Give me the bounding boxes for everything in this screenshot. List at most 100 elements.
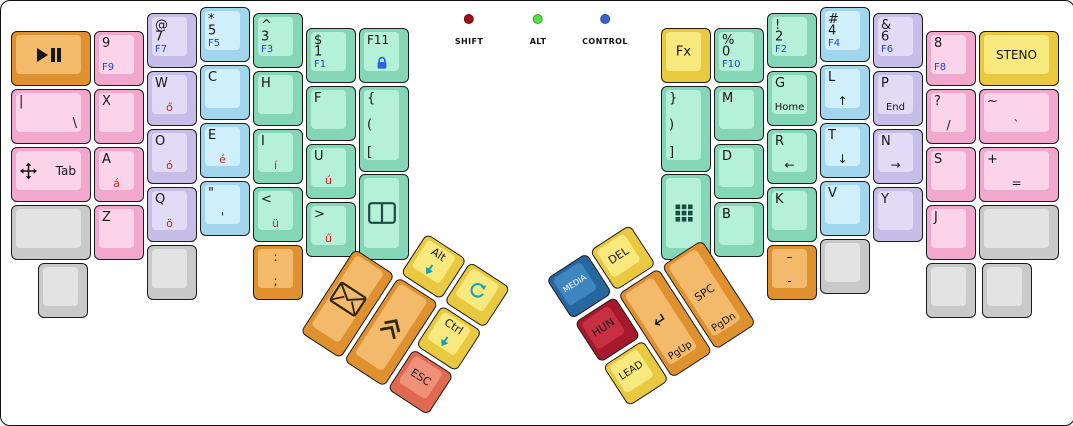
key-label: C: [208, 70, 218, 85]
key-keypad[interactable]: [661, 174, 711, 260]
key-label: N: [881, 134, 891, 149]
key-label: K: [775, 192, 784, 207]
key-label: $: [314, 33, 323, 48]
key-m[interactable]: M: [714, 86, 764, 141]
key-r[interactable]: R←: [767, 129, 817, 184]
key-k[interactable]: K: [767, 187, 817, 242]
alt-led: [533, 14, 543, 24]
keycap: [152, 249, 187, 288]
key-blank-right-wide[interactable]: [979, 205, 1059, 260]
key-f[interactable]: F: [306, 86, 356, 141]
keycap: C: [205, 69, 240, 108]
key-split-window[interactable]: [359, 174, 409, 260]
key-blank[interactable]: [147, 245, 197, 300]
key-j[interactable]: J: [926, 205, 976, 260]
key-colon-semicolon[interactable]: :;: [253, 245, 303, 300]
key-c[interactable]: C: [200, 65, 250, 120]
key-label: ←: [784, 158, 795, 172]
keycap: T↓: [825, 127, 860, 166]
key-ctrl[interactable]: Ctrl: [415, 305, 483, 372]
key-label: Y: [881, 192, 889, 207]
key-greater-than[interactable]: >ű: [306, 202, 356, 257]
key-pipe-backslash[interactable]: |\: [11, 89, 91, 144]
key-tab[interactable]: Tab: [11, 147, 91, 202]
key-close-brackets[interactable]: })]: [661, 86, 711, 172]
key-label: (: [367, 117, 373, 133]
key-label: 5: [208, 23, 217, 38]
key-b[interactable]: B: [714, 202, 764, 257]
key-plus-equals[interactable]: +=: [979, 147, 1059, 202]
key-l[interactable]: L↑: [820, 65, 870, 120]
key-label: PgUp: [666, 339, 695, 363]
key-blank[interactable]: [820, 239, 870, 294]
keycap: [984, 209, 1049, 248]
key-label: á: [113, 177, 120, 190]
key-h[interactable]: H: [253, 71, 303, 126]
key-less-than[interactable]: <ü: [253, 187, 303, 242]
key-play-pause[interactable]: [11, 31, 91, 86]
shift-led: [463, 14, 474, 24]
key-alt[interactable]: Alt: [400, 233, 467, 300]
key-fx[interactable]: Fx: [661, 28, 711, 83]
key-t[interactable]: T↓: [820, 123, 870, 178]
key-label: \: [72, 116, 77, 131]
key-blank[interactable]: [926, 263, 976, 318]
key-redo[interactable]: [444, 261, 511, 329]
play-pause-icon: [36, 47, 62, 63]
key-y[interactable]: Y: [873, 187, 923, 242]
key-d[interactable]: D: [714, 144, 764, 199]
split-window-icon: [367, 202, 396, 224]
key-mail[interactable]: [300, 248, 395, 359]
key-open-brackets[interactable]: {([: [359, 86, 409, 172]
key-label: H: [261, 76, 271, 91]
key-quote-apostrophe[interactable]: "': [200, 181, 250, 236]
key-dash[interactable]: –-: [767, 245, 817, 300]
key-question-slash[interactable]: ?/: [926, 89, 976, 144]
key-n[interactable]: N→: [873, 129, 923, 184]
key-label: V: [828, 186, 837, 201]
key-z[interactable]: Z: [94, 205, 144, 260]
key-label: ő: [166, 101, 173, 114]
keycap: [666, 178, 701, 248]
keycap: DEL: [595, 233, 642, 279]
key-label: F8: [934, 62, 947, 73]
key-v[interactable]: V: [820, 181, 870, 236]
key-label: →: [890, 158, 901, 172]
key-blank[interactable]: [38, 263, 88, 318]
key-x[interactable]: X: [94, 89, 144, 144]
key-tilde-backtick[interactable]: ~`: [979, 89, 1059, 144]
key-s[interactable]: S: [926, 147, 976, 202]
key-blank-left-wide[interactable]: [11, 205, 91, 260]
key-label: {: [367, 91, 376, 106]
key-label: 2: [775, 29, 784, 44]
key-blank[interactable]: [982, 263, 1032, 318]
key-steno[interactable]: STENO: [979, 31, 1059, 86]
key-f11[interactable]: F11: [359, 28, 409, 83]
key-page-chevrons[interactable]: [343, 276, 439, 387]
